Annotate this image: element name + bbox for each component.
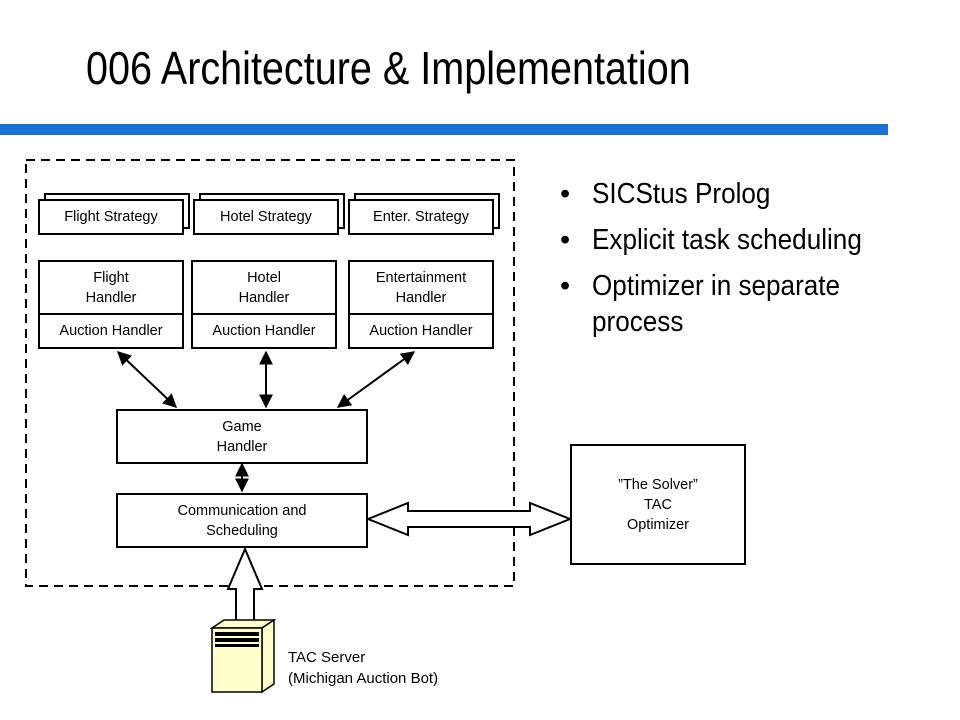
hotel-handler-line1: Hotel	[247, 269, 281, 286]
entertainment-auction-handler-label: Auction Handler	[369, 323, 473, 339]
hotel-handler-box: Hotel Handler	[191, 260, 337, 315]
bullet-item: • SICStus Prolog	[560, 176, 860, 212]
game-handler-line2: Handler	[216, 438, 268, 455]
solver-box: ”The Solver” TAC Optimizer	[570, 444, 746, 565]
hotel-handler-line2: Handler	[238, 289, 290, 306]
enter-strategy-label: Enter. Strategy	[373, 209, 469, 225]
slide-title: 006 Architecture & Implementation	[86, 42, 691, 94]
entertainment-handler-line1: Entertainment	[375, 269, 467, 286]
bullet-list: • SICStus Prolog • Explicit task schedul…	[560, 176, 862, 350]
flight-handler-line2: Handler	[85, 289, 137, 306]
arrow-flight-game	[116, 351, 178, 408]
solver-line3: Optimizer	[626, 516, 690, 533]
server-icon	[209, 618, 277, 694]
flight-handler-line1: Flight	[93, 269, 129, 286]
tac-server-line2: (Michigan Auction Bot)	[288, 670, 439, 687]
entertainment-auction-handler-box: Auction Handler	[348, 313, 494, 349]
bullet-dot: •	[560, 224, 571, 256]
flight-strategy-box: Flight Strategy	[38, 199, 184, 235]
hotel-strategy-label: Hotel Strategy	[220, 209, 312, 225]
flight-strategy-label: Flight Strategy	[64, 209, 158, 225]
bullet-text: Optimizer in separate process	[592, 270, 841, 338]
block-arrow-comm-solver	[365, 501, 573, 537]
entertainment-handler-line2: Handler	[395, 289, 447, 306]
hotel-auction-handler-label: Auction Handler	[212, 323, 316, 339]
solver-line2: TAC	[644, 496, 672, 513]
arrow-enter-game	[336, 351, 416, 408]
communication-scheduling-box: Communication and Scheduling	[116, 493, 368, 548]
solver-line1: ”The Solver”	[618, 476, 698, 493]
flight-auction-handler-box: Auction Handler	[38, 313, 184, 349]
tac-server-label: TAC Server (Michigan Auction Bot)	[288, 647, 438, 689]
game-handler-line1: Game	[222, 418, 262, 435]
flight-auction-handler-label: Auction Handler	[59, 323, 163, 339]
enter-strategy-box: Enter. Strategy	[348, 199, 494, 235]
bullet-item: • Optimizer in separate process	[560, 268, 860, 340]
entertainment-handler-box: Entertainment Handler	[348, 260, 494, 315]
bullet-text: SICStus Prolog	[592, 178, 771, 210]
hotel-strategy-box: Hotel Strategy	[193, 199, 339, 235]
game-handler-box: Game Handler	[116, 409, 368, 464]
bullet-dot: •	[560, 270, 571, 302]
flight-handler-box: Flight Handler	[38, 260, 184, 315]
tac-server-line1: TAC Server	[288, 649, 366, 666]
bullet-text: Explicit task scheduling	[592, 224, 862, 256]
communication-line2: Scheduling	[206, 522, 278, 539]
bullet-dot: •	[560, 178, 571, 210]
agent-boundary	[25, 159, 515, 587]
hotel-auction-handler-box: Auction Handler	[191, 313, 337, 349]
title-accent-bar	[0, 124, 888, 135]
bullet-item: • Explicit task scheduling	[560, 222, 862, 258]
communication-line1: Communication and	[177, 502, 307, 519]
